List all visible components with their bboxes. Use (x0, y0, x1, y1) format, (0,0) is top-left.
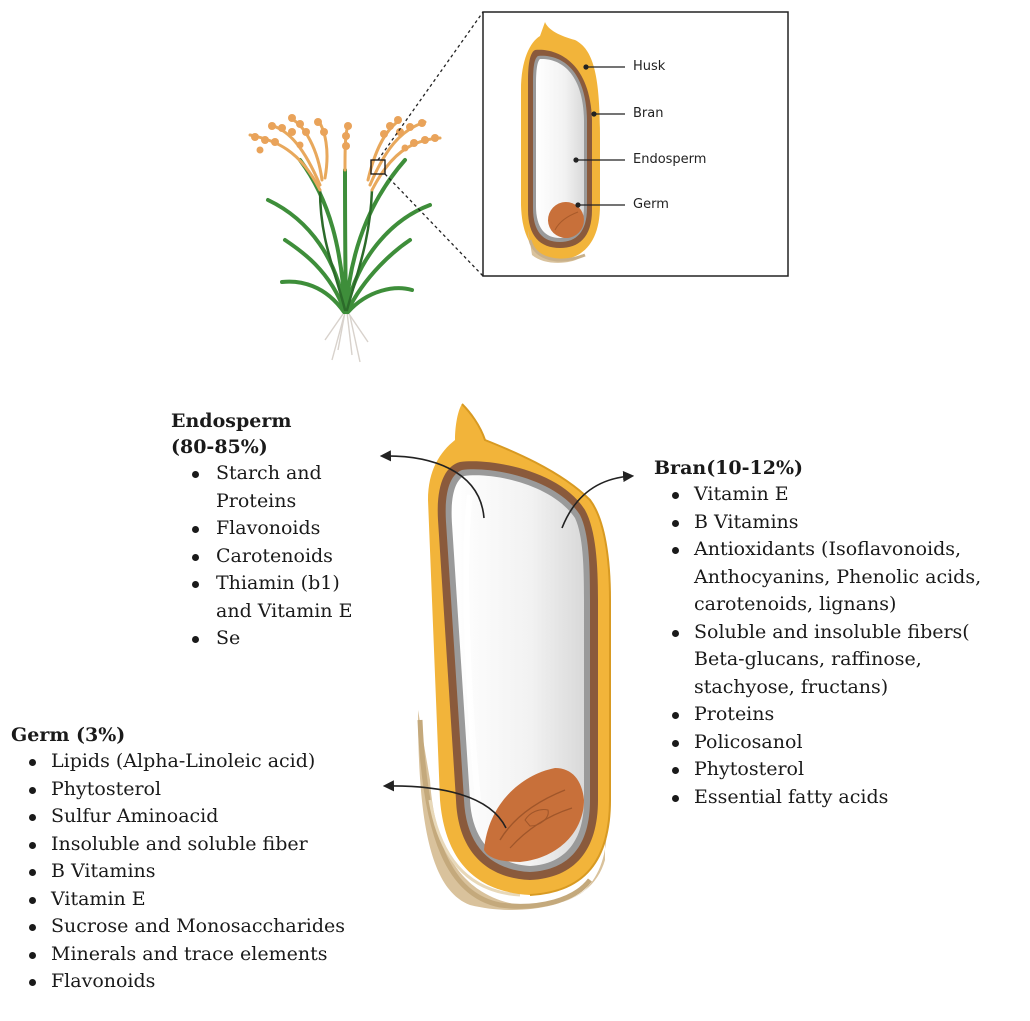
list-item: Policosanol (694, 729, 1026, 757)
list-item: Vitamin E (694, 481, 1026, 509)
rice-plant-icon (250, 114, 440, 362)
list-item: Antioxidants (Isoflavonoids, Anthocyanin… (694, 536, 1026, 619)
list-item: B Vitamins (51, 858, 411, 886)
endosperm-list: Starch and Proteins Flavonoids Carotenoi… (171, 460, 376, 653)
list-item: Soluble and insoluble fibers( Beta-gluca… (694, 619, 1026, 702)
list-item: Minerals and trace elements (51, 941, 411, 969)
endosperm-title-line1: Endosperm (171, 410, 291, 432)
list-item: Flavonoids (216, 515, 376, 543)
endosperm-block: Endosperm (80-85%) Starch and Proteins F… (171, 408, 376, 653)
germ-list: Lipids (Alpha-Linoleic acid) Phytosterol… (11, 748, 411, 996)
list-item: Phytosterol (694, 756, 1026, 784)
list-item: Insoluble and soluble fiber (51, 831, 411, 859)
list-item: Sucrose and Monosaccharides (51, 913, 411, 941)
bran-list: Vitamin E B Vitamins Antioxidants (Isofl… (654, 481, 1026, 811)
list-item: Phytosterol (51, 776, 411, 804)
list-item: Thiamin (b1) and Vitamin E (216, 570, 376, 625)
list-item: B Vitamins (694, 509, 1026, 537)
list-item: Vitamin E (51, 886, 411, 914)
list-item: Essential fatty acids (694, 784, 1026, 812)
endosperm-title-line2: (80-85%) (171, 436, 268, 458)
small-grain-icon (521, 22, 600, 263)
endosperm-label: Endosperm (633, 152, 706, 167)
germ-title: Germ (3%) (11, 722, 411, 748)
list-item: Lipids (Alpha-Linoleic acid) (51, 748, 411, 776)
list-item: Se (216, 625, 376, 653)
endosperm-title: Endosperm (80-85%) (171, 408, 376, 460)
husk-label: Husk (633, 59, 665, 74)
list-item: Flavonoids (51, 968, 411, 996)
rice-grain-icon (418, 404, 610, 910)
bran-block: Bran(10-12%) Vitamin E B Vitamins Antiox… (654, 455, 1026, 811)
bran-title: Bran(10-12%) (654, 455, 1026, 481)
list-item: Carotenoids (216, 543, 376, 571)
list-item: Starch and Proteins (216, 460, 376, 515)
germ-label: Germ (633, 197, 669, 212)
germ-block: Germ (3%) Lipids (Alpha-Linoleic acid) P… (11, 722, 411, 996)
list-item: Proteins (694, 701, 1026, 729)
bran-label: Bran (633, 106, 663, 121)
list-item: Sulfur Aminoacid (51, 803, 411, 831)
